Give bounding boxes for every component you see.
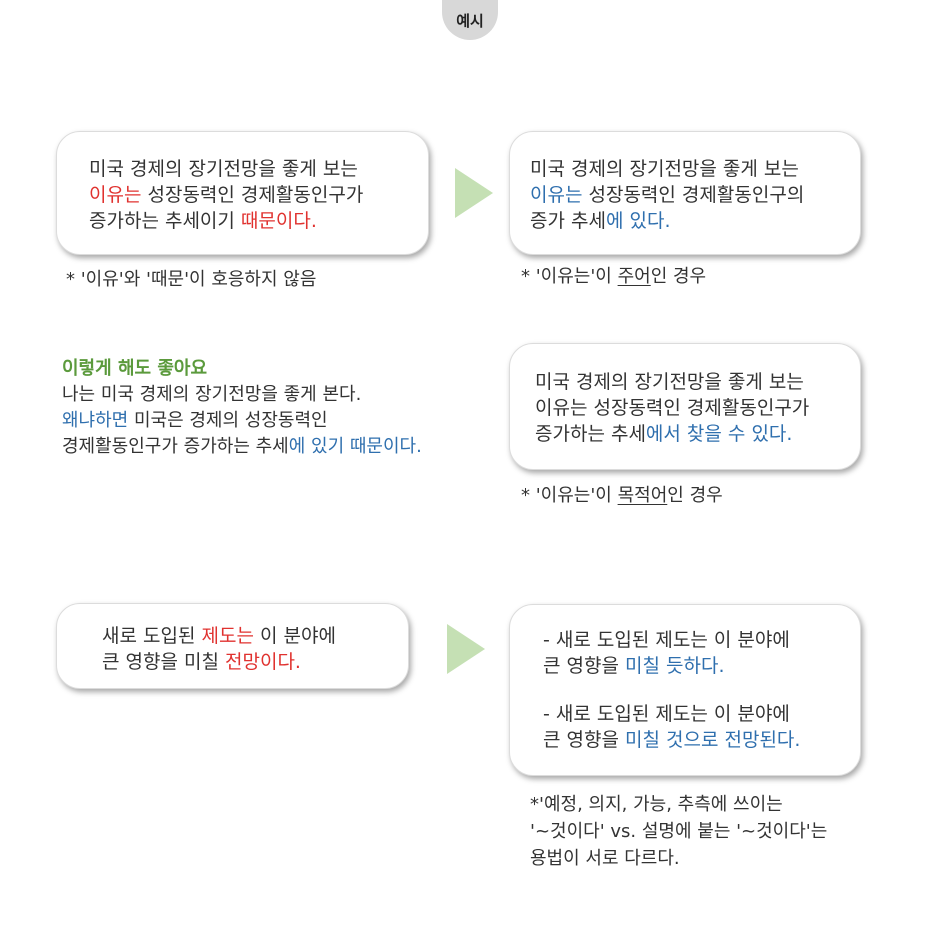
box5-a-line1: - 새로 도입된 제도는 이 분야에 (543, 629, 790, 651)
alternative-title: 이렇게 해도 좋아요 (62, 358, 208, 379)
box2-reason: 이유는 (530, 184, 583, 206)
arrow-right-icon (455, 168, 493, 218)
box2-ending: 에 있다. (605, 210, 671, 232)
note-mismatch: * '이유'와 '때문'이 호응하지 않음 (66, 269, 317, 290)
note-subject-term: 주어 (617, 266, 651, 287)
box5-b-line1: - 새로 도입된 제도는 이 분야에 (543, 703, 790, 725)
note-usage: *'예정, 의지, 가능, 추측에 쓰이는 '~것이다' vs. 설명에 붙는 … (530, 794, 828, 869)
box3-line2: 이유는 성장동력인 경제활동인구가 (535, 397, 810, 419)
box1-because: 때문이다. (240, 210, 317, 232)
box2-line2-rest: 성장동력인 경제활동인구의 (582, 184, 805, 206)
box5-a-ending: 미칠 듯하다. (625, 655, 725, 677)
note-object-term: 목적어 (617, 485, 668, 506)
box-revised-3: - 새로 도입된 제도는 이 분야에 큰 영향을 미칠 듯하다. - 새로 도입… (509, 604, 861, 776)
alternative-line1: 나는 미국 경제의 장기전망을 좋게 본다. (62, 384, 362, 405)
box2-line3: 증가 추세 (530, 210, 606, 232)
alternative-block: 이렇게 해도 좋아요 나는 미국 경제의 장기전망을 좋게 본다. 왜냐하면 미… (62, 358, 422, 457)
box1-line1: 미국 경제의 장기전망을 좋게 보는 (89, 158, 358, 180)
box4-system: 제도는 (201, 625, 254, 647)
box4-outlook: 전망이다. (225, 651, 301, 673)
box-original-2: 새로 도입된 제도는 이 분야에 큰 영향을 미칠 전망이다. (56, 603, 409, 689)
alternative-ending: 에 있기 때문이다. (288, 436, 422, 457)
box-revised-1: 미국 경제의 장기전망을 좋게 보는 이유는 성장동력인 경제활동인구의 증가 … (509, 131, 861, 255)
box3-ending: 에서 찾을 수 있다. (645, 423, 793, 445)
box1-line2-rest: 성장동력인 경제활동인구가 (141, 184, 364, 206)
box2-line1: 미국 경제의 장기전망을 좋게 보는 (530, 158, 799, 180)
example-tab: 예시 (442, 0, 498, 40)
box1-reason: 이유는 (89, 184, 142, 206)
arrow-right-icon (447, 624, 485, 674)
alternative-because: 왜냐하면 (62, 410, 129, 431)
box-original-1: 미국 경제의 장기전망을 좋게 보는 이유는 성장동력인 경제활동인구가 증가하… (56, 131, 429, 255)
note-subject: * '이유는'이 주어인 경우 (521, 266, 707, 287)
box3-line1: 미국 경제의 장기전망을 좋게 보는 (535, 371, 804, 393)
box5-b-ending: 미칠 것으로 전망된다. (625, 729, 801, 751)
note-object: * '이유는'이 목적어인 경우 (521, 485, 723, 506)
box1-line3: 증가하는 추세이기 (89, 210, 241, 232)
box-revised-2: 미국 경제의 장기전망을 좋게 보는 이유는 성장동력인 경제활동인구가 증가하… (509, 343, 861, 470)
